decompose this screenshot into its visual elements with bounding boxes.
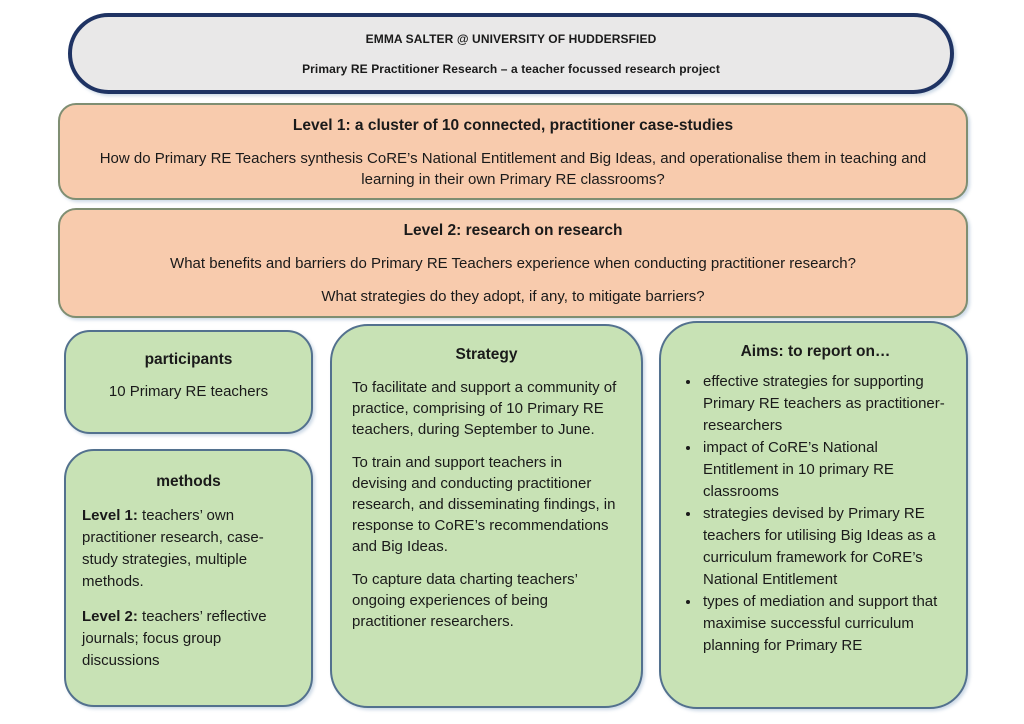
- header-author: EMMA SALTER @ UNIVERSITY OF HUDDERSFIED: [365, 31, 657, 46]
- methods-level1-item: Level 1: teachers’ own practitioner rese…: [82, 505, 295, 593]
- participants-title: participants: [144, 351, 233, 368]
- methods-title: methods: [156, 473, 221, 490]
- strategy-paragraph: To capture data charting teachers’ ongoi…: [352, 571, 578, 630]
- participants-box: participants 10 Primary RE teachers: [64, 330, 313, 434]
- level2-question-1: What benefits and barriers do Primary RE…: [170, 255, 856, 272]
- methods-level1-text: teachers’ own practitioner research, cas…: [82, 507, 264, 590]
- level2-box: Level 2: research on research What benef…: [58, 208, 968, 318]
- aims-bullet-list: effective strategies for supporting Prim…: [675, 371, 956, 657]
- methods-level2-label: Level 2:: [82, 608, 138, 625]
- methods-level2-item: Level 2: teachers’ reflective journals; …: [82, 606, 295, 672]
- level2-title: Level 2: research on research: [403, 222, 623, 239]
- aims-bullet: types of mediation and support that maxi…: [701, 591, 956, 657]
- header-project-title: Primary RE Practitioner Research – a tea…: [302, 61, 720, 76]
- aims-bullet: effective strategies for supporting Prim…: [701, 371, 956, 437]
- methods-level1-label: Level 1:: [82, 507, 138, 524]
- aims-box: Aims: to report on… effective strategies…: [659, 321, 968, 709]
- aims-title: Aims: to report on…: [740, 343, 891, 360]
- strategy-paragraph: To facilitate and support a community of…: [352, 379, 617, 438]
- aims-bullet: strategies devised by Primary RE teacher…: [701, 503, 956, 591]
- methods-box: methods Level 1: teachers’ own practitio…: [64, 449, 313, 707]
- level1-title: Level 1: a cluster of 10 connected, prac…: [292, 117, 734, 134]
- strategy-paragraph: To train and support teachers in devisin…: [352, 454, 616, 555]
- level1-box: Level 1: a cluster of 10 connected, prac…: [58, 103, 968, 200]
- header-box: EMMA SALTER @ UNIVERSITY OF HUDDERSFIED …: [68, 13, 954, 94]
- strategy-title: Strategy: [455, 346, 518, 363]
- level2-question-2: What strategies do they adopt, if any, t…: [321, 288, 705, 305]
- participants-body: 10 Primary RE teachers: [108, 383, 269, 400]
- strategy-box: Strategy To facilitate and support a com…: [330, 324, 643, 708]
- methods-level2-text: teachers’ reflective journals; focus gro…: [82, 608, 267, 669]
- level1-question: How do Primary RE Teachers synthesis CoR…: [99, 150, 927, 188]
- aims-bullet: impact of CoRE’s National Entitlement in…: [701, 437, 956, 503]
